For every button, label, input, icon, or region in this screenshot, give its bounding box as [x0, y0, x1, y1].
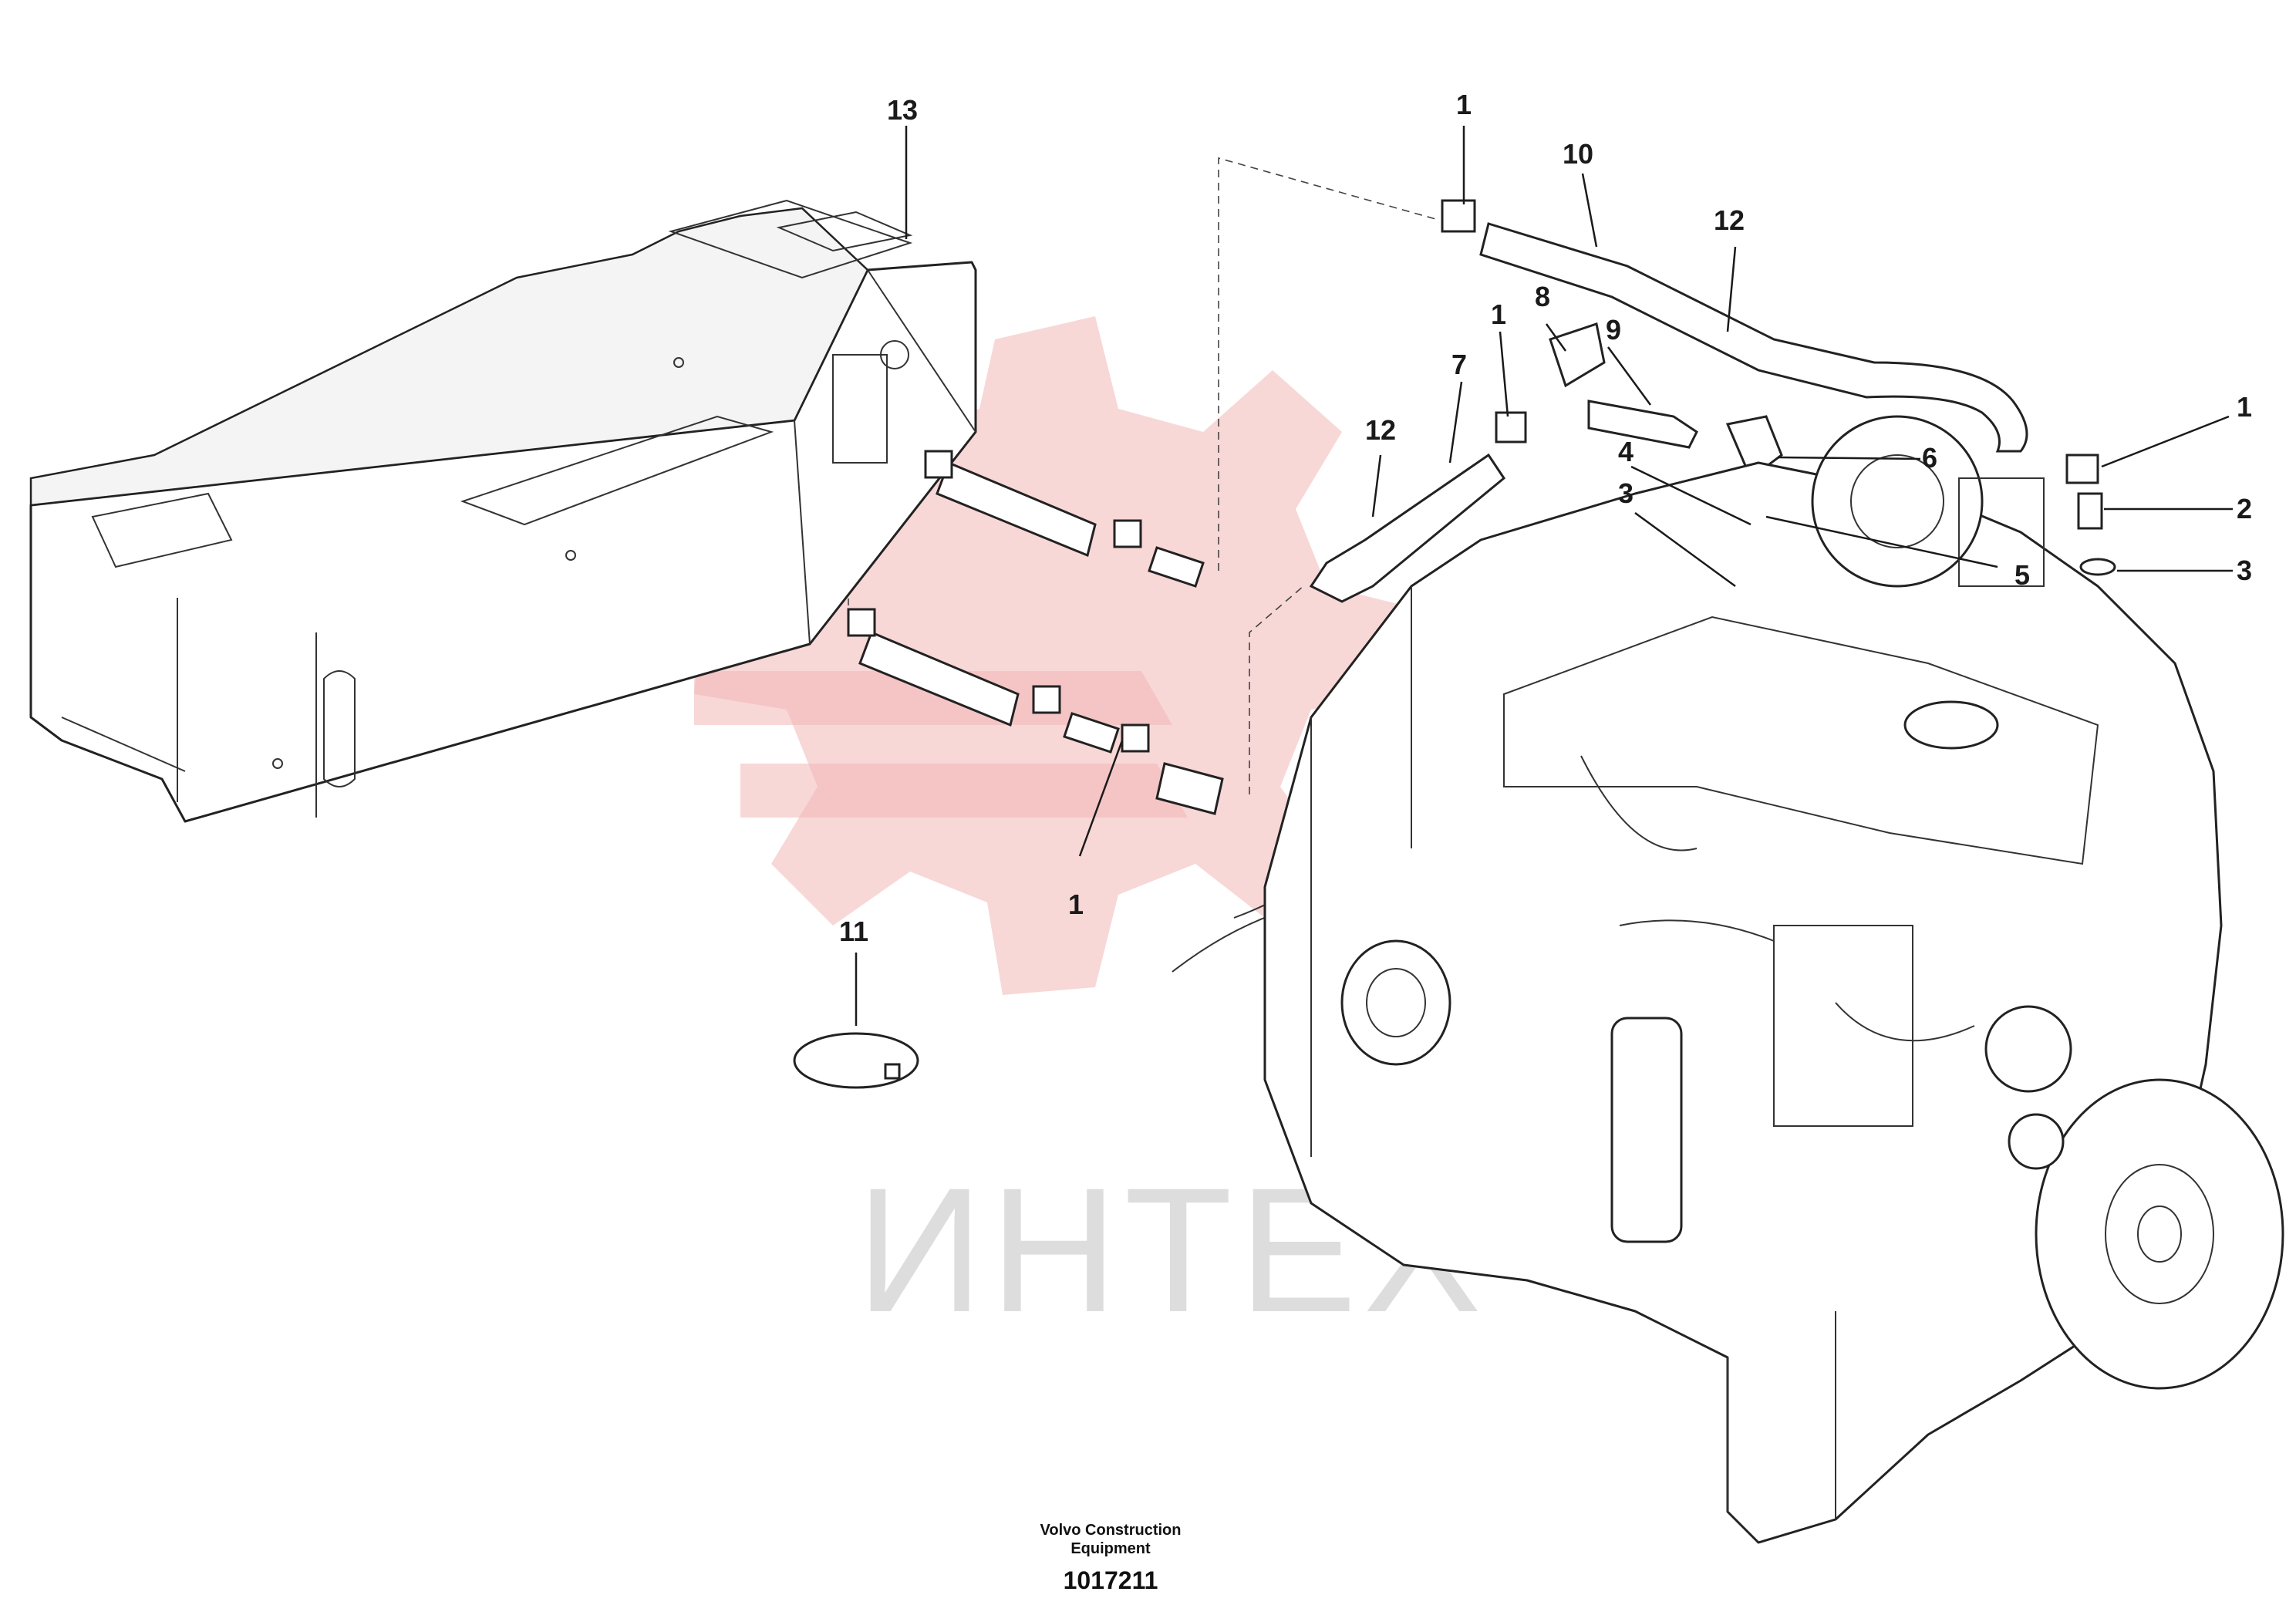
company-name-line2: Equipment: [1070, 1540, 1151, 1557]
clamp-icon: [1113, 519, 1142, 548]
union-2: [2077, 492, 2103, 530]
clamp-icon: [1495, 411, 1527, 443]
clamp-icon: [1441, 199, 1476, 233]
clamp-lock-icon: [884, 1063, 901, 1080]
clamp-icon: [1032, 685, 1061, 714]
callout-4: 4: [1618, 436, 1633, 467]
callout-5: 5: [2014, 559, 2030, 591]
drawing-number: 1017211: [1064, 1566, 1158, 1594]
clamp-icon: [847, 608, 876, 637]
callout-12-left: 12: [1365, 414, 1396, 446]
washer-3: [2079, 558, 2116, 576]
callout-11: 11: [839, 916, 868, 947]
hose-lower-left: [858, 631, 1020, 727]
nipple-upper: [1148, 546, 1205, 588]
hose-upper-left: [936, 461, 1097, 558]
callout-2: 2: [2237, 493, 2252, 524]
callout-9: 9: [1606, 314, 1621, 346]
callout-1-right: 1: [2237, 391, 2252, 423]
callout-13: 13: [887, 94, 918, 126]
left-hoses: [847, 450, 1466, 973]
callout-6: 6: [1922, 442, 1937, 474]
callout-7: 7: [1451, 349, 1467, 380]
callout-8: 8: [1535, 281, 1550, 312]
hose-12-left: [1309, 453, 1506, 603]
callout-1-mid: 1: [1491, 298, 1506, 330]
leader-lines: [855, 126, 2233, 1026]
footer: Volvo Construction Equipment 1017211: [1040, 1522, 1182, 1594]
callouts: 13 1 10 12 1 8 9 7 12 4 6 3 5 1 2 3 1 11: [839, 89, 2252, 947]
clamp-icon: [2065, 454, 2099, 484]
callout-1-top: 1: [1456, 89, 1472, 120]
elbow-8: [1549, 322, 1606, 388]
clamp-band-11: [793, 1032, 919, 1089]
callout-3-right: 3: [2237, 555, 2252, 586]
callout-1-bottom: 1: [1068, 889, 1084, 920]
elbow-6: [1725, 415, 1783, 481]
heater-box: [29, 199, 977, 823]
clamp-icon: [1121, 723, 1150, 753]
engine: [1263, 415, 2284, 1544]
callout-10: 10: [1563, 138, 1593, 170]
nipple-lower: [1063, 712, 1120, 754]
pipe-9: [1587, 400, 1698, 449]
connector-lower: [1155, 762, 1224, 815]
callout-3-left: 3: [1618, 477, 1633, 509]
callout-12-top: 12: [1714, 204, 1745, 236]
company-name-line1: Volvo Construction: [1040, 1522, 1182, 1539]
clamp-icon: [924, 450, 953, 479]
hose-10: [1479, 222, 2028, 453]
